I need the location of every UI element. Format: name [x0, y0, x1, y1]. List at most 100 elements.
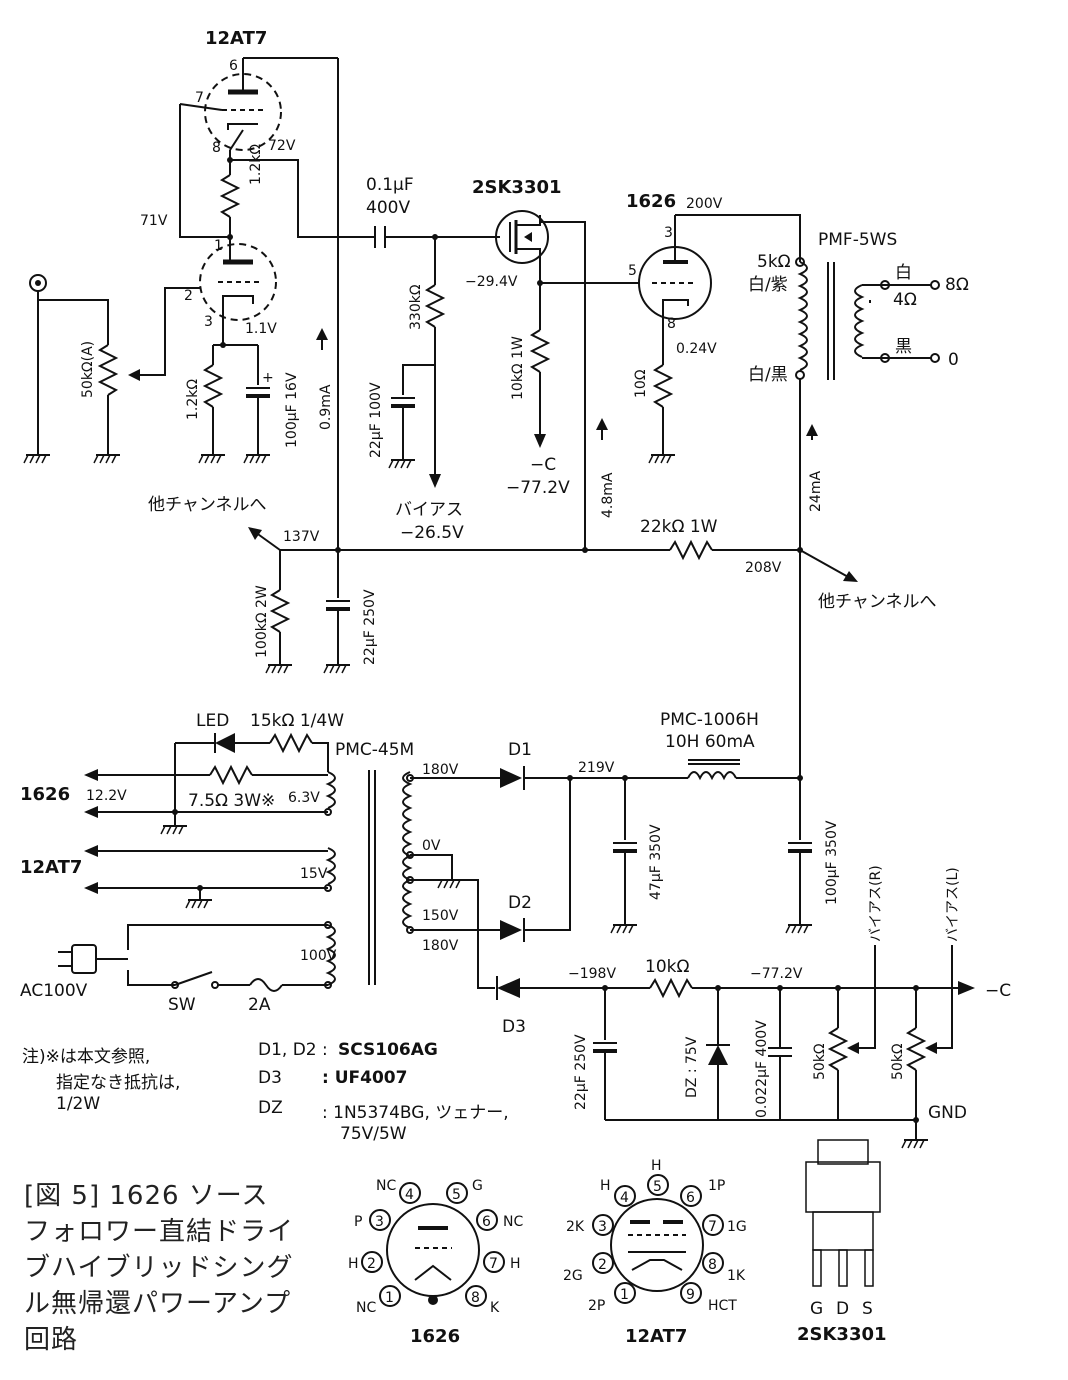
voltage-label: −198V	[568, 966, 616, 982]
pin-function: 1K	[727, 1268, 746, 1284]
zener-label: DZ : 75V	[684, 1036, 700, 1098]
voltage-label: 6.3V	[288, 790, 320, 806]
voltage-label: 100V	[300, 948, 337, 964]
diode-label: D2	[508, 893, 532, 913]
negative-supply-label: −C	[530, 455, 556, 475]
pin-function: H	[600, 1178, 611, 1194]
voltage-label: 0.24V	[676, 341, 717, 357]
pin-number: 5	[452, 1187, 461, 1203]
triode-12at7-upper	[179, 57, 338, 151]
resistor-label: 10kΩ	[645, 957, 689, 977]
pin-number: 6	[686, 1190, 695, 1206]
pin-number: 6	[482, 1214, 491, 1230]
pin-label: 2	[184, 288, 193, 304]
pin-d-label: D	[836, 1299, 849, 1319]
pin-g-label: G	[810, 1299, 823, 1319]
resistor-label: 1.2kΩ	[248, 144, 264, 185]
pin-number: 3	[375, 1214, 384, 1230]
pin-number: 3	[598, 1219, 607, 1235]
pin-number: 4	[405, 1187, 414, 1203]
package-title-2sk3301: 2SK3301	[797, 1324, 887, 1345]
transformer-label: PMF-5WS	[818, 230, 897, 250]
pin-function: 2K	[566, 1219, 585, 1235]
resistor-label: 10Ω	[633, 369, 649, 398]
base-title-1626: 1626	[410, 1326, 460, 1347]
base-title-12at7: 12AT7	[625, 1326, 687, 1347]
negative-supply-label: −C	[985, 981, 1011, 1001]
pin-number: 4	[620, 1190, 629, 1206]
pin-number: 7	[489, 1256, 498, 1272]
pin-number: 8	[708, 1257, 717, 1273]
pin-label: 6	[229, 58, 238, 74]
speaker-label: 白	[895, 263, 912, 283]
pin-number: 7	[708, 1219, 717, 1235]
base-diagram-1626	[361, 1182, 505, 1307]
pin-s-label: S	[862, 1299, 873, 1319]
pin-function: NC	[376, 1178, 396, 1194]
voltage-label: 180V	[422, 938, 459, 954]
winding-label: 白/紫	[748, 275, 788, 295]
current-label: 24mA	[808, 471, 824, 512]
bias-output-label: バイアス(L)	[945, 867, 961, 942]
bias-label: −26.5V	[400, 523, 464, 543]
negative-supply-label: −77.2V	[506, 478, 570, 498]
choke-label: 10H 60mA	[665, 732, 755, 752]
bias-output-label: バイアス(R)	[868, 865, 884, 942]
voltage-label: 0V	[422, 838, 441, 854]
voltage-label: −29.4V	[465, 274, 518, 290]
potentiometer-label: 50kΩ(A)	[80, 341, 96, 398]
potentiometer-label: 50kΩ	[812, 1043, 828, 1080]
bias-label: バイアス	[395, 500, 463, 520]
resistor-label: 7.5Ω 3W※	[188, 791, 275, 811]
voltage-label: 200V	[686, 196, 723, 212]
capacitor-label: 22μF 250V	[362, 589, 378, 665]
voltage-label: 12.2V	[86, 788, 127, 804]
diode-d12-key: D1, D2 :	[258, 1040, 328, 1060]
pin-function: 1G	[727, 1219, 747, 1235]
gnd-label: GND	[928, 1103, 967, 1123]
switch-label: SW	[168, 995, 196, 1015]
pin-function: H	[348, 1256, 359, 1272]
pin-label: 3	[204, 314, 213, 330]
resistor-label: 15kΩ 1/4W	[250, 711, 344, 731]
diode-dz-key: DZ	[258, 1098, 283, 1118]
pin-function: 2G	[563, 1268, 583, 1284]
diode-d3-value: : UF4007	[322, 1068, 408, 1088]
pin-function: G	[472, 1178, 483, 1194]
pin-number: 1	[385, 1290, 394, 1306]
current-label: 0.9mA	[318, 384, 334, 430]
speaker-label: 4Ω	[893, 290, 917, 310]
fuse-label: 2A	[248, 995, 271, 1015]
heater-label: 12AT7	[20, 857, 82, 878]
triode-12at7-lower	[199, 237, 277, 321]
capacitor-label: 400V	[366, 198, 410, 218]
pin-function: K	[490, 1300, 500, 1316]
pin-number: 1	[620, 1287, 629, 1303]
capacitor-label: 100μF 16V	[284, 372, 300, 448]
voltage-label: 219V	[578, 760, 615, 776]
capacitor-label: 47μF 350V	[648, 824, 664, 900]
capacitor-label: 0.022μF 400V	[754, 1020, 770, 1118]
note-line-2: 指定なき抵抗は,	[56, 1073, 181, 1093]
voltage-label: 72V	[268, 138, 296, 154]
output-transformer	[797, 261, 865, 380]
voltage-label: 71V	[140, 213, 168, 229]
speaker-label: 黒	[895, 337, 912, 357]
voltage-label: −77.2V	[750, 966, 803, 982]
svg-text:+: +	[262, 370, 274, 386]
current-label: 4.8mA	[600, 472, 616, 518]
capacitor-label: 100μF 350V	[824, 820, 840, 905]
title-2sk3301: 2SK3301	[472, 177, 562, 198]
pin-function: H	[510, 1256, 521, 1272]
voltage-label: 180V	[422, 762, 459, 778]
pin-function: NC	[356, 1300, 376, 1316]
capacitor-label: 22μF 250V	[573, 1034, 589, 1110]
voltage-label: 15V	[300, 866, 328, 882]
pin-function: H	[651, 1158, 662, 1174]
tube-1626	[638, 215, 712, 320]
transformer-label: PMC-45M	[335, 740, 414, 760]
pin-number: 9	[686, 1287, 695, 1303]
pin-label: 5	[628, 263, 637, 279]
title-12at7: 12AT7	[205, 28, 267, 49]
